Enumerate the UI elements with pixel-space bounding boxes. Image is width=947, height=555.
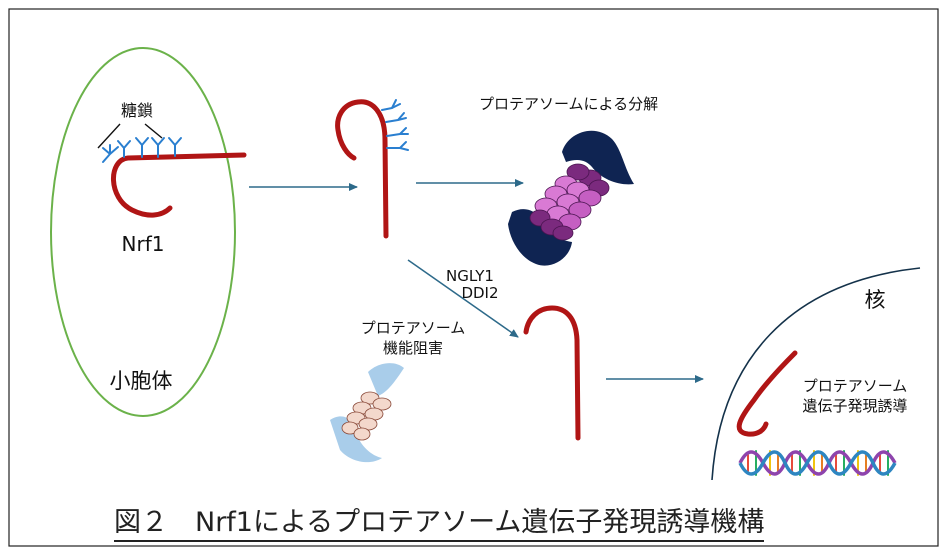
er-oval (50, 47, 236, 417)
arrow-to-processing (407, 259, 519, 338)
glycan-group-cytosol (381, 99, 409, 151)
dna-helix (738, 450, 897, 476)
gene-induction-label-line2: 遺伝子発現誘導 (802, 397, 908, 415)
gene-induction-label-line1: プロテアソーム (802, 377, 908, 395)
ddi2-label: DDI2 (461, 284, 499, 302)
nrf1-label: Nrf1 (121, 232, 165, 256)
nucleus-outline (711, 267, 921, 481)
nrf1-protein-processed (523, 305, 581, 441)
proteasome-26s (508, 130, 634, 266)
inhibited-proteasome (330, 363, 404, 463)
glycan-group-er (102, 137, 182, 163)
proteasome-cap-bottom (508, 209, 572, 266)
figure-caption: 図２ Nrf1によるプロテアソーム遺伝子発現誘導機構 (114, 500, 765, 542)
nrf1-protein-cytosol (335, 99, 389, 239)
nrf1-protein-nucleus (736, 350, 798, 437)
sugar-chain-label: 糖鎖 (120, 101, 153, 120)
nucleus-label: 核 (864, 288, 886, 312)
proteasome-cap-top (562, 130, 634, 185)
er-label: 小胞体 (109, 369, 173, 393)
proteasome-inhibition-label-line2: 機能阻害 (382, 339, 443, 357)
ngly1-label: NGLY1 (446, 267, 494, 285)
sugar-chain-pointer (97, 123, 163, 149)
proteasome-core (529, 163, 610, 241)
proteasome-inhibition-label-line1: プロテアソーム (360, 319, 466, 337)
nrf1-protein-er (111, 152, 247, 218)
figure-border (8, 8, 939, 547)
proteasome-degradation-label: プロテアソームによる分解 (479, 95, 659, 113)
